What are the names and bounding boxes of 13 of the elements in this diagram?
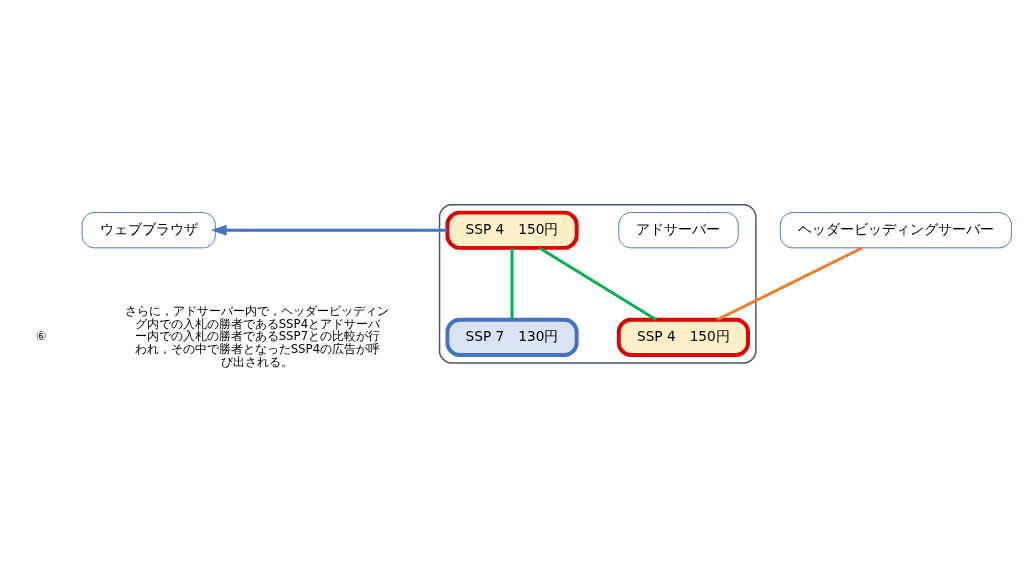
label: さらに，アドサーバー内で，ヘッダービッディング内での入札の勝者であるSSP4とアドサーバー内での入札の勝者であるSSP7との比較が行われ，その中で勝者となったSSP4の広告が呼び出される。 <box>125 304 390 369</box>
node-box: SSP 4 150円 <box>616 317 750 358</box>
connector <box>538 246 657 321</box>
node-box: アドサーバー <box>618 212 739 249</box>
connector <box>716 246 863 321</box>
node-box: SSP 4 150円 <box>445 210 579 250</box>
node-box: SSP 7 130円 <box>445 317 579 358</box>
cluster <box>438 204 757 364</box>
node-box: ヘッダービッディングサーバー <box>779 212 1012 249</box>
label: ⑥ <box>35 329 47 344</box>
arrow <box>210 224 448 236</box>
node-box: ウェブブラウザ <box>81 212 216 249</box>
connector <box>510 248 514 320</box>
